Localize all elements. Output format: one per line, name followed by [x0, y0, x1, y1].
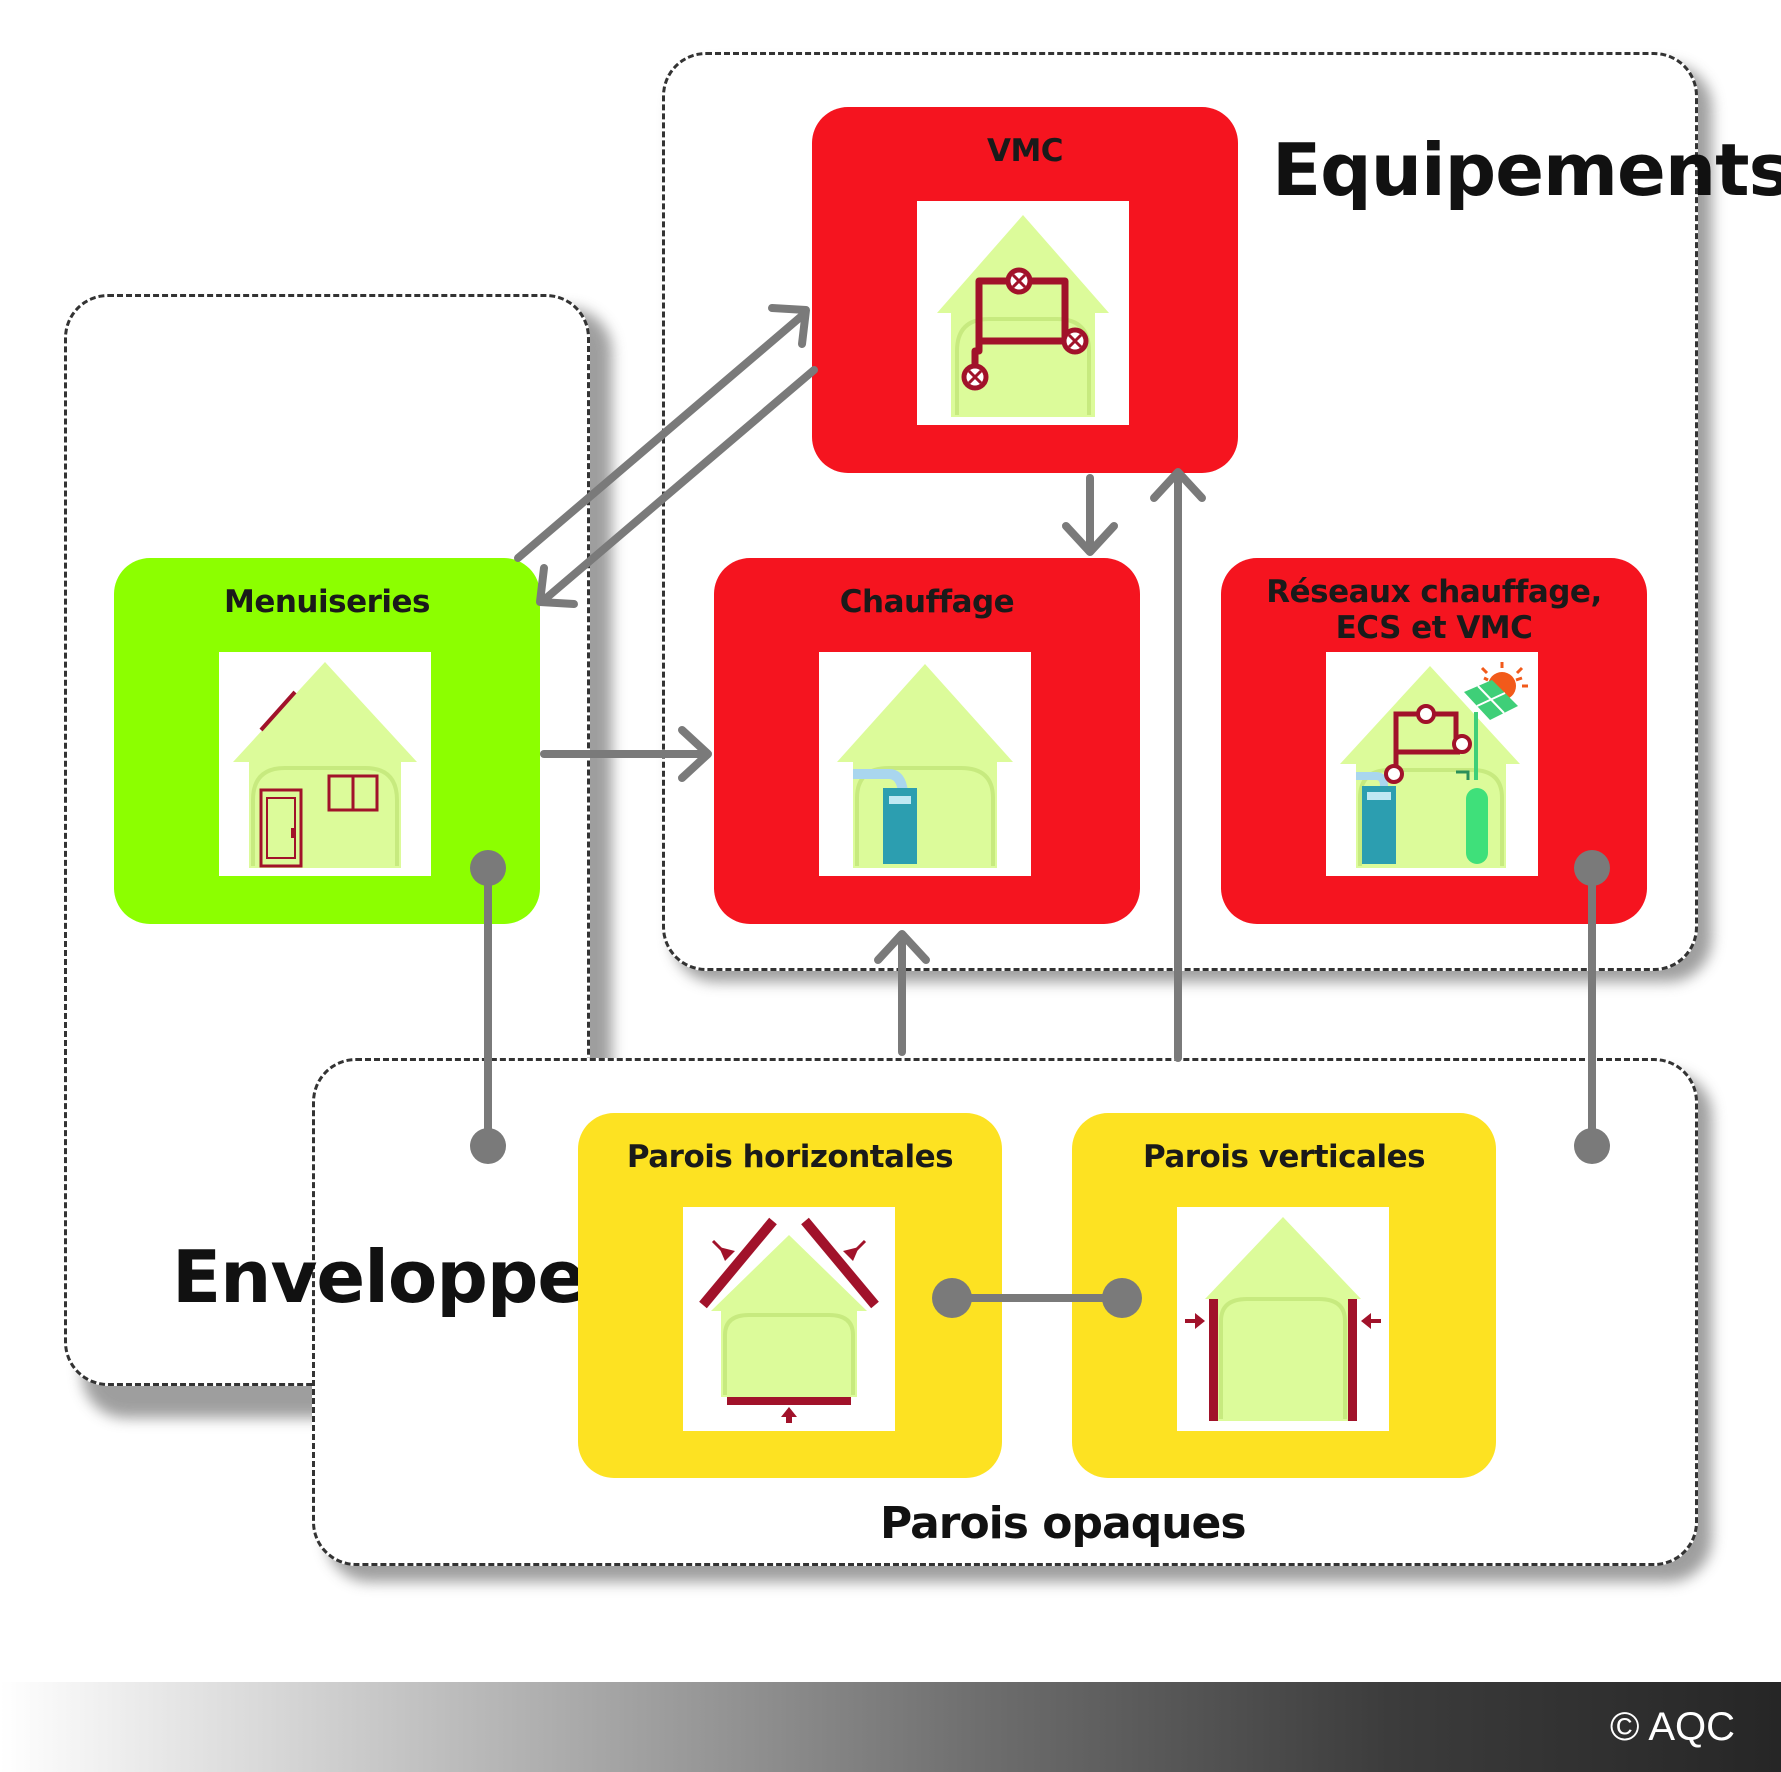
reseaux-title-line2: ECS et VMC	[1335, 610, 1533, 646]
house-heater-icon	[837, 664, 1013, 868]
footer-bar: © AQC	[0, 1682, 1781, 1772]
chauffage-tile	[819, 652, 1031, 876]
house-horizontal-walls-icon	[699, 1217, 879, 1423]
link-dot-enveloppe-left	[470, 1128, 506, 1164]
arrowhead-to-chauffage-bottom	[874, 930, 930, 964]
reseaux-title-line1: Réseaux chauffage,	[1266, 574, 1602, 610]
arrow-menuiseries-to-vmc	[514, 310, 808, 562]
chauffage-box: Chauffage	[714, 558, 1140, 924]
menuiseries-box: Menuiseries	[114, 558, 540, 924]
link-dot-menuiseries	[470, 850, 506, 886]
vmc-box: VMC	[812, 107, 1238, 473]
parois-verticales-tile	[1177, 1207, 1389, 1431]
arrowhead-to-menuiseries	[536, 564, 578, 608]
arrowhead-to-chauffage-left	[678, 726, 712, 782]
menuiseries-title: Menuiseries	[223, 584, 431, 620]
arrowhead-to-vmc	[768, 304, 810, 348]
vmc-tile	[917, 201, 1129, 425]
vmc-title: VMC	[986, 133, 1064, 169]
link-dot-parois-v	[1102, 1278, 1142, 1318]
menuiseries-tile	[219, 652, 431, 876]
house-window-door-icon	[233, 662, 417, 868]
parois-opaques-label: Parois opaques	[880, 1498, 1247, 1549]
arrow-vmc-to-menuiseries	[540, 366, 818, 604]
parois-horizontales-title: Parois horizontales	[626, 1139, 954, 1175]
link-dot-reseaux	[1574, 850, 1610, 886]
arrowhead-to-vmc-bottom	[1150, 468, 1206, 502]
reseaux-title: Réseaux chauffage, ECS et VMC	[1221, 574, 1647, 646]
arrowhead-to-chauffage-top	[1062, 522, 1118, 556]
parois-verticales-title: Parois verticales	[1142, 1139, 1426, 1175]
link-dot-enveloppe-right	[1574, 1128, 1610, 1164]
house-network-solar-icon	[1340, 662, 1528, 868]
copyright: © AQC	[1609, 1705, 1735, 1749]
link-dot-parois-h	[932, 1278, 972, 1318]
reseaux-tile	[1326, 652, 1538, 876]
parois-horizontales-box: Parois horizontales	[578, 1113, 1002, 1478]
parois-horizontales-tile	[683, 1207, 895, 1431]
house-vertical-walls-icon	[1185, 1217, 1381, 1421]
house-vmc-icon	[937, 215, 1109, 417]
chauffage-title: Chauffage	[839, 584, 1015, 620]
equipements-label: Equipements	[1272, 128, 1781, 212]
enveloppe-label: Enveloppe	[172, 1235, 586, 1319]
parois-verticales-box: Parois verticales	[1072, 1113, 1496, 1478]
